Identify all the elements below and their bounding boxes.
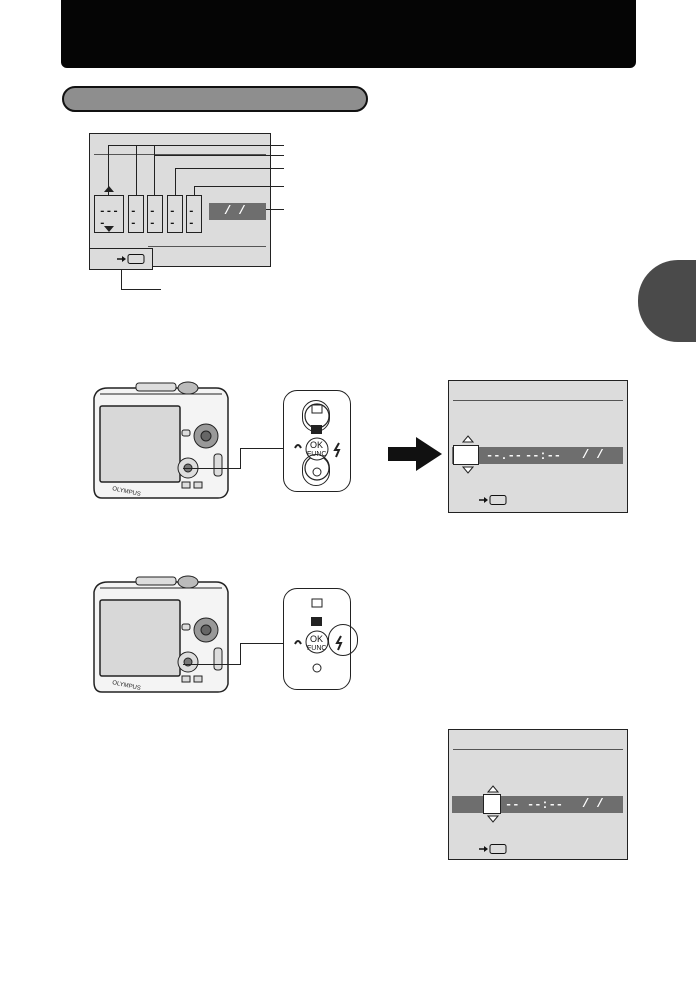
callout-line	[154, 155, 284, 156]
callout-line	[266, 209, 284, 210]
day-placeholder: --	[149, 206, 156, 230]
down-arrow-icon	[487, 815, 499, 823]
minute-field: --	[186, 195, 202, 233]
time-placeholder: --:--	[527, 798, 564, 812]
month-cursor	[483, 794, 501, 814]
down-arrow-icon	[104, 226, 114, 232]
func-button-label: FUNC	[307, 645, 327, 652]
section-heading-pill	[62, 86, 368, 112]
month-day-placeholder: --.--	[486, 449, 523, 463]
ok-return-icon	[479, 495, 507, 505]
callout-line	[240, 643, 241, 665]
callout-line	[108, 145, 271, 146]
year-field: ----	[94, 195, 124, 233]
callout-line	[154, 145, 155, 195]
callout-line	[121, 270, 122, 289]
down-button-highlight	[302, 454, 330, 486]
ok-button-label: OK	[310, 634, 324, 644]
month-field: --	[128, 195, 144, 233]
camera-back-illustration: OLYMPUS	[93, 575, 229, 693]
callout-line	[240, 643, 283, 644]
callout-line	[194, 186, 195, 195]
up-arrow-icon	[487, 785, 499, 793]
date-format-field: / /	[209, 203, 266, 220]
callout-line	[183, 468, 240, 469]
right-button-highlight	[328, 624, 358, 656]
svg-text:OLYMPUS: OLYMPUS	[112, 680, 142, 692]
date-format-label: / /	[224, 204, 246, 218]
hour-placeholder: --	[169, 206, 176, 230]
screen-divider	[94, 154, 266, 155]
screen-divider	[148, 246, 266, 247]
up-button-highlight	[302, 400, 330, 432]
day-field: --	[147, 195, 163, 233]
callout-line	[175, 168, 176, 195]
page-header-bar	[61, 0, 636, 68]
right-arrow-icon	[388, 437, 442, 471]
chapter-side-tab	[638, 260, 696, 342]
callout-line	[136, 145, 137, 195]
month-placeholder: --	[130, 206, 137, 230]
callout-line	[175, 168, 284, 169]
day-placeholder: --	[505, 798, 520, 812]
date-time-bar	[452, 447, 623, 464]
year-placeholder: ----	[99, 206, 119, 230]
callout-line	[194, 186, 284, 187]
svg-text:OLYMPUS: OLYMPUS	[112, 486, 142, 498]
year-cursor	[453, 445, 479, 465]
ok-return-icon	[479, 844, 507, 854]
callout-line	[240, 448, 283, 449]
time-placeholder: --:--	[525, 449, 562, 463]
screen-divider	[453, 749, 623, 750]
date-time-screen-month	[448, 729, 628, 860]
down-arrow-icon	[462, 466, 474, 474]
camera-back-illustration: OLYMPUS	[93, 381, 229, 499]
screen-divider	[453, 400, 623, 401]
minute-placeholder: --	[188, 206, 195, 230]
callout-line	[183, 664, 240, 665]
up-arrow-icon	[104, 186, 114, 192]
hour-field: --	[167, 195, 183, 233]
date-format-label: / /	[582, 448, 604, 462]
ok-button-label: OK	[310, 440, 324, 450]
callout-line	[271, 145, 284, 146]
callout-line	[240, 448, 241, 469]
callout-line	[108, 145, 109, 195]
date-format-label: / /	[582, 797, 604, 811]
ok-return-icon	[117, 254, 145, 264]
callout-line	[121, 289, 161, 290]
up-arrow-icon	[462, 435, 474, 443]
